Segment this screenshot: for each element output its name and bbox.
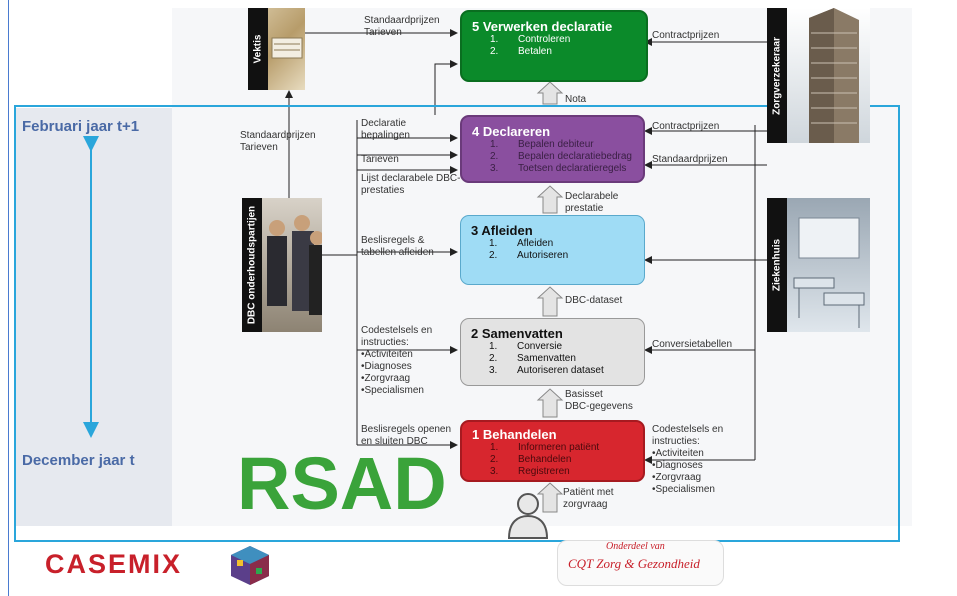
patient-icon [507, 493, 549, 539]
box-4-item: 1.Bepalen debiteur [490, 139, 594, 150]
label-zv-contractprijzen: Contractprijzen [652, 30, 720, 41]
block-arrow-dbc-dataset [536, 286, 564, 317]
arrow-b4-b5 [434, 60, 458, 115]
box-3-item: 2.Autoriseren [489, 250, 569, 261]
box-2-title: 2 Samenvatten [471, 326, 563, 341]
box-1-title: 1 Behandelen [472, 427, 557, 442]
process-box-2[interactable]: 2 Samenvatten 1.Conversie 2.Samenvatten … [460, 318, 645, 386]
label-contractprijzen: Contractprijzen [652, 121, 720, 132]
actor-vektis: Vektis [248, 8, 305, 90]
box-5-item: 2.Betalen [490, 46, 552, 57]
box-3-item: 1.Afleiden [489, 238, 554, 249]
box-2-item: 3.Autoriseren dataset [489, 365, 604, 376]
label-standaardprijzen: Standaardprijzen [652, 154, 728, 165]
label-lijst-declarabele: Lijst declarabele DBC-prestaties [361, 173, 461, 196]
block-arrow-nota [536, 81, 564, 105]
keyboard-icon [271, 37, 303, 59]
box-4-item: 3.Toetsen declaratieregels [490, 163, 627, 174]
label-dbc-dataset: DBC-dataset [565, 295, 623, 306]
rsad-logo-text: RSAD [237, 442, 447, 525]
box-1-item: 2.Behandelen [490, 454, 572, 465]
casemix-logo: CASEMIX [45, 549, 183, 579]
process-box-4[interactable]: 4 Declareren 1.Bepalen debiteur 2.Bepale… [460, 115, 645, 183]
box-1-item: 1.Informeren patiënt [490, 442, 600, 453]
block-arrow-declarabele [536, 185, 564, 214]
block-arrow-basisset [536, 388, 564, 418]
rsad-logo: RSAD [237, 447, 447, 521]
time-label-bottom: December jaar t [22, 452, 135, 469]
label-tarieven: Tarieven [361, 154, 399, 165]
block-arrow-patient [536, 482, 564, 513]
hospital-ward-icon [793, 217, 865, 328]
label-conversietabellen: Conversietabellen [652, 339, 733, 350]
casemix-cube-icon [231, 546, 269, 585]
label-beslisregels-afleiden: Beslisregels &tabellen afleiden [361, 235, 434, 258]
business-people-icon [267, 215, 322, 315]
box-4-title: 4 Declareren [472, 124, 551, 139]
box-2-item: 1.Conversie [489, 341, 563, 352]
actor-zorgverzekeraar: Zorgverzekeraar [767, 8, 870, 143]
period-highlight-box [14, 105, 900, 542]
process-box-1[interactable]: 1 Behandelen 1.Informeren patiënt 2.Beha… [460, 420, 645, 482]
label-nota: Nota [565, 94, 587, 105]
frame-left-line [8, 0, 9, 596]
box-2-item: 2.Samenvatten [489, 353, 576, 364]
box-5-item: 1.Controleren [490, 34, 571, 45]
cqt-logo: Onderdeel van CQT Zorg & Gezondheid [557, 540, 724, 586]
box-5-title: 5 Verwerken declaratie [472, 19, 613, 34]
actor-ziekenhuis: Ziekenhuis [767, 198, 870, 332]
time-label-top: Februari jaar t+1 [22, 118, 140, 135]
process-box-5[interactable]: 5 Verwerken declaratie 1.Controleren 2.B… [460, 10, 648, 82]
process-box-3[interactable]: 3 Afleiden 1.Afleiden 2.Autoriseren [460, 215, 645, 285]
box-3-title: 3 Afleiden [471, 223, 533, 238]
box-1-item: 3.Registreren [490, 466, 570, 477]
actor-dbc-onderhoudspartijen: DBC onderhoudspartijen [242, 198, 322, 332]
building-icon [809, 8, 859, 143]
box-4-item: 2.Bepalen declaratiebedrag [490, 151, 632, 162]
